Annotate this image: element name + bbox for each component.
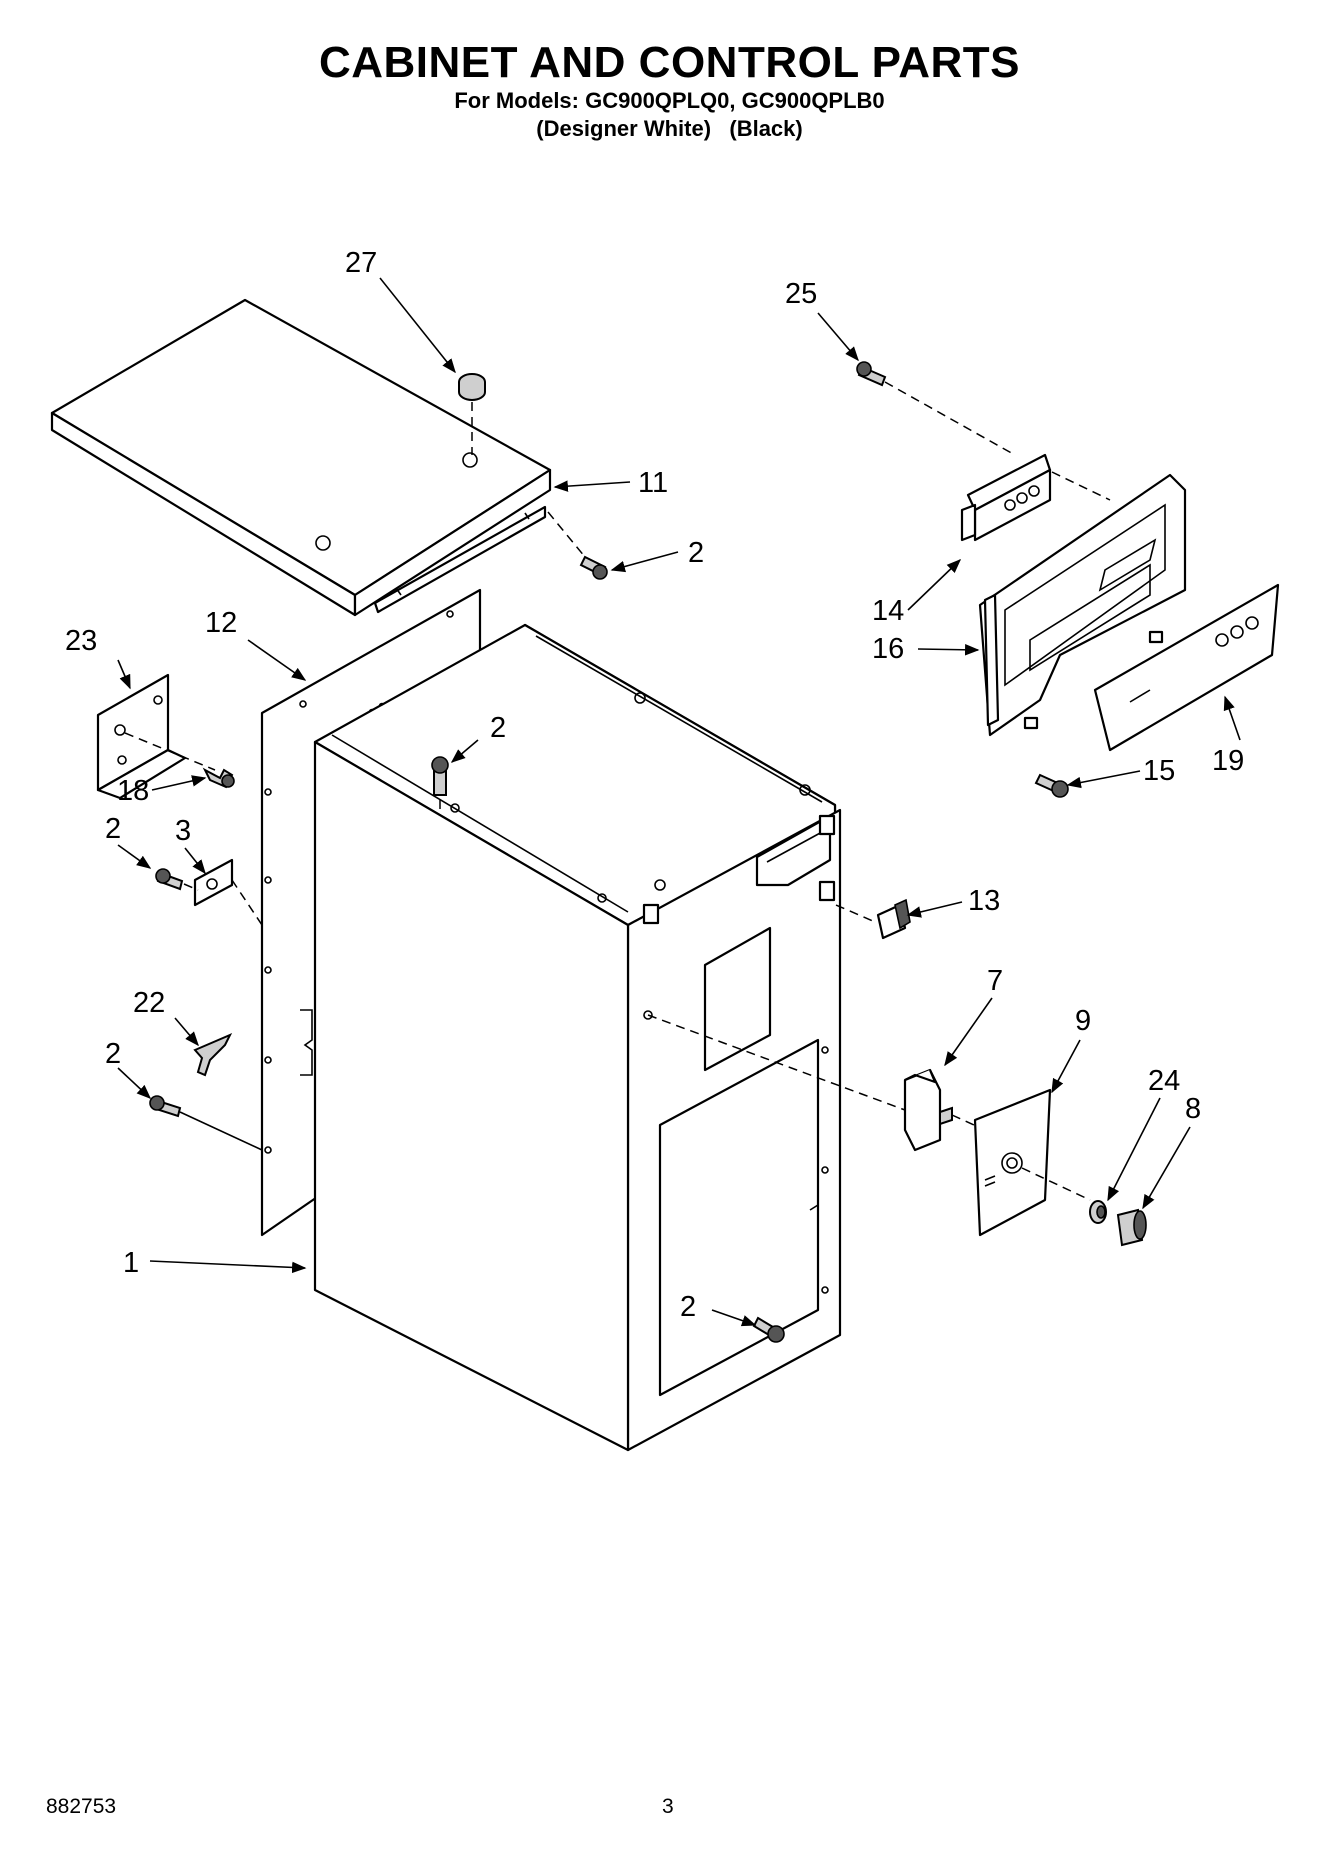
plug-part-27 [458, 373, 486, 455]
screw-part-15 [1034, 773, 1069, 798]
callout-3: 3 [175, 815, 191, 847]
leader-lines [117, 277, 1241, 1327]
screw-part-2-lower [149, 1095, 263, 1151]
callout-13: 13 [968, 885, 1000, 917]
clip-part-22 [193, 1033, 233, 1077]
screw-part-2-mid [431, 756, 449, 812]
callout-2-left: 2 [105, 813, 121, 845]
cabinet-body-part-1 [313, 623, 842, 1452]
models-line: For Models: GC900QPLQ0, GC900QPLB0 [454, 88, 885, 113]
callout-8: 8 [1185, 1093, 1201, 1125]
callout-25: 25 [785, 278, 817, 310]
callout-1: 1 [123, 1247, 139, 1279]
callout-23: 23 [65, 625, 97, 657]
timer-part-7 [647, 1014, 986, 1152]
callout-15: 15 [1143, 755, 1175, 787]
overlay-part-19 [1093, 583, 1280, 752]
knob-part-8 [1116, 1208, 1147, 1247]
screw-part-18 [202, 767, 235, 789]
callout-labels: 27 25 11 2 23 12 2 14 16 19 15 18 2 3 13… [65, 247, 1244, 1323]
callout-22: 22 [133, 987, 165, 1019]
bracket-part-3 [193, 858, 263, 926]
bracket-part-23 [96, 673, 216, 800]
rocker-switch-part-13 [835, 898, 911, 940]
callout-2-lower: 2 [105, 1038, 121, 1070]
switch-bracket-part-14 [960, 453, 1111, 542]
document-number: 882753 [46, 1795, 117, 1818]
callout-19: 19 [1212, 745, 1244, 777]
callout-12: 12 [205, 607, 237, 639]
callout-2-top: 2 [688, 537, 704, 569]
cabinet-top-part-11 [50, 298, 552, 617]
callout-14: 14 [872, 595, 904, 627]
callout-24: 24 [1148, 1065, 1180, 1097]
callout-7: 7 [987, 965, 1003, 997]
mounting-plate-part-9 [973, 1088, 1091, 1237]
colors-line: (Designer White) (Black) [536, 116, 803, 141]
callout-9: 9 [1075, 1005, 1091, 1037]
callout-2-bottom: 2 [680, 1291, 696, 1323]
callout-16: 16 [872, 633, 904, 665]
control-console-part-16 [978, 473, 1187, 737]
screw-part-25 [856, 361, 1016, 456]
washer-part-24 [1089, 1200, 1107, 1224]
screw-part-2-left [155, 868, 199, 891]
page-number: 3 [662, 1795, 674, 1818]
callout-11: 11 [638, 467, 668, 499]
callout-2-mid: 2 [490, 712, 506, 744]
screw-part-2-top [547, 511, 608, 580]
page-title: CABINET AND CONTROL PARTS [318, 38, 1020, 87]
callout-27: 27 [345, 247, 377, 279]
callout-18: 18 [117, 775, 149, 807]
